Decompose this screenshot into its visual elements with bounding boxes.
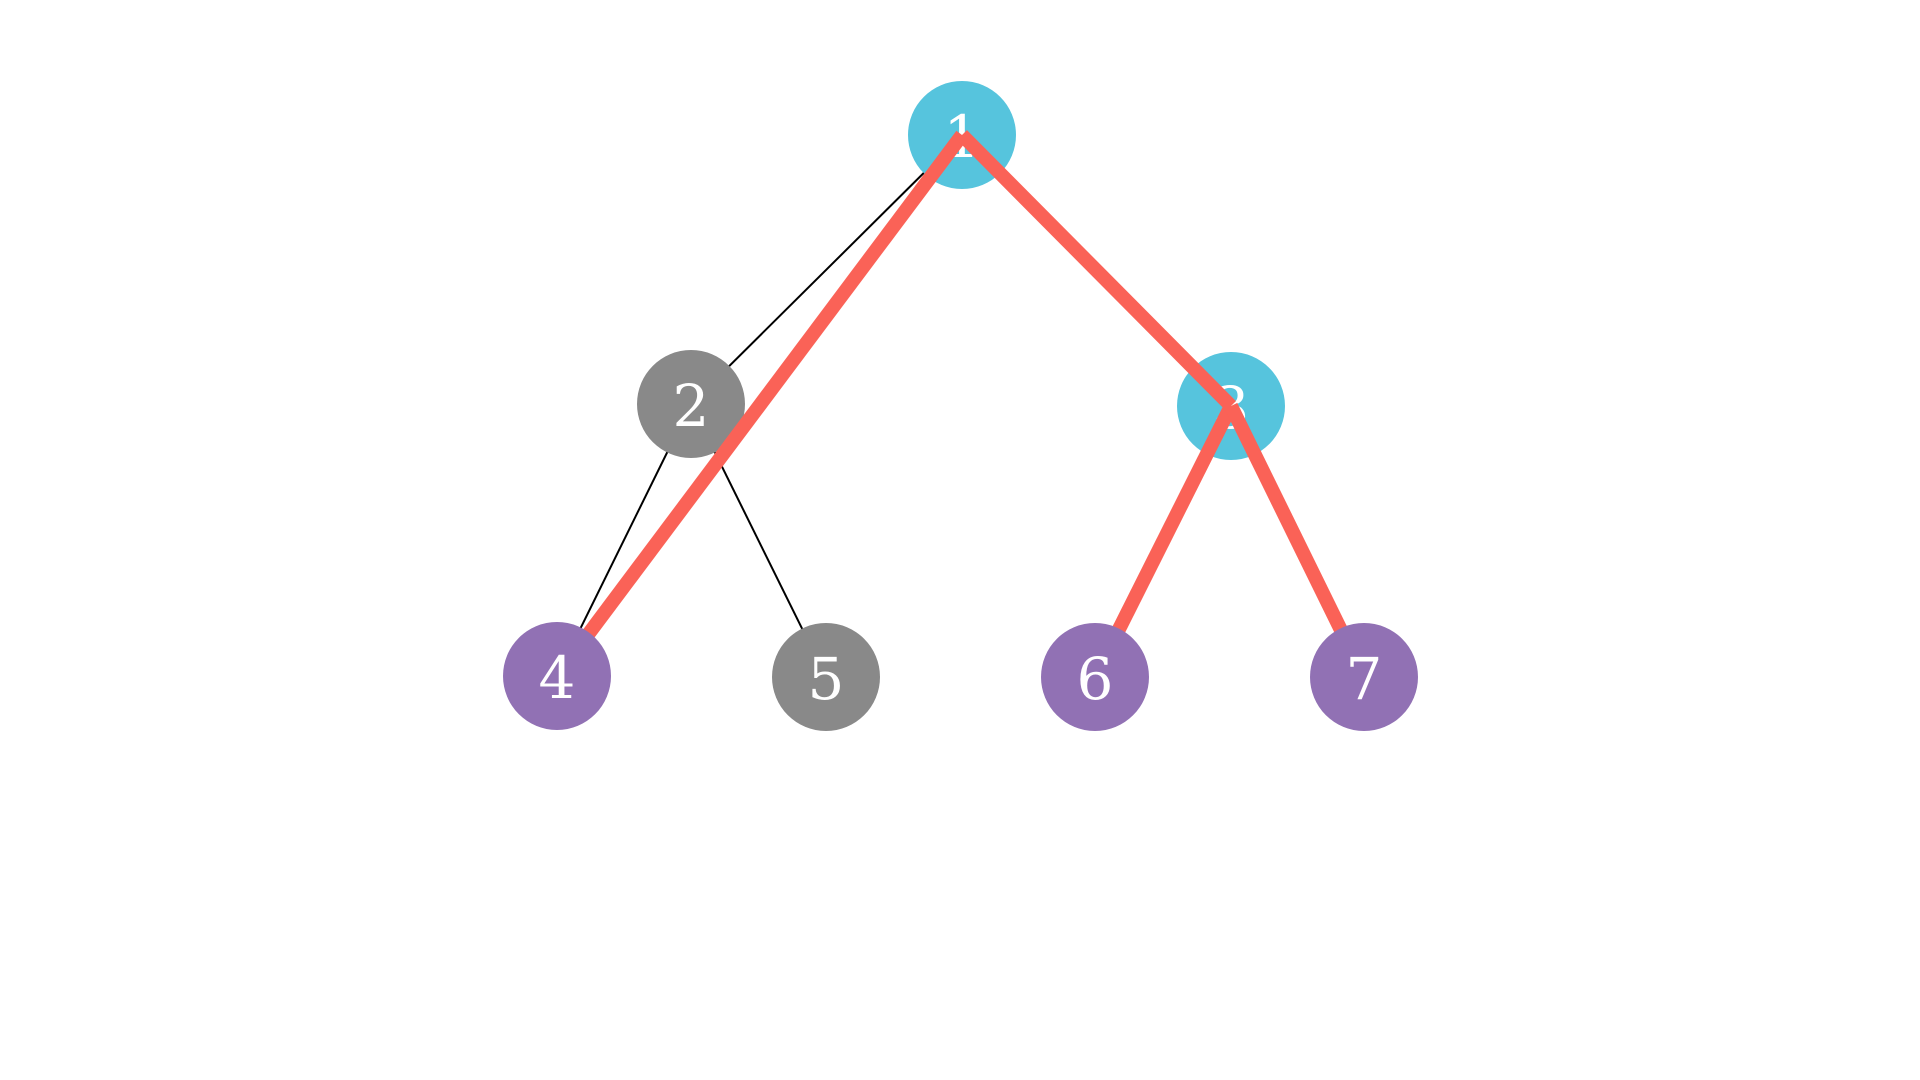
node-circle[interactable]	[503, 622, 611, 730]
node-circle[interactable]	[637, 350, 745, 458]
node-circle[interactable]	[772, 623, 880, 731]
graph-edge	[690, 134, 963, 405]
graph-node-4[interactable]: 4	[503, 622, 611, 730]
node-label: 5	[808, 645, 845, 713]
graph-node-7[interactable]: 7	[1310, 623, 1418, 731]
node-layer-under: 1235	[637, 81, 1285, 731]
node-circle[interactable]	[1310, 623, 1418, 731]
graph-node-5[interactable]: 5	[772, 623, 880, 731]
node-label: 6	[1077, 645, 1114, 713]
graph-edge	[551, 130, 968, 681]
node-label: 4	[539, 644, 576, 712]
graph-node-2[interactable]: 2	[637, 350, 745, 458]
graph-node-6[interactable]: 6	[1041, 623, 1149, 731]
graph-edge	[957, 130, 1236, 411]
node-label: 7	[1346, 645, 1383, 713]
node-layer-over: 4 6 7	[503, 622, 1418, 731]
node-circle[interactable]	[1041, 623, 1149, 731]
node-label: 2	[673, 372, 710, 440]
